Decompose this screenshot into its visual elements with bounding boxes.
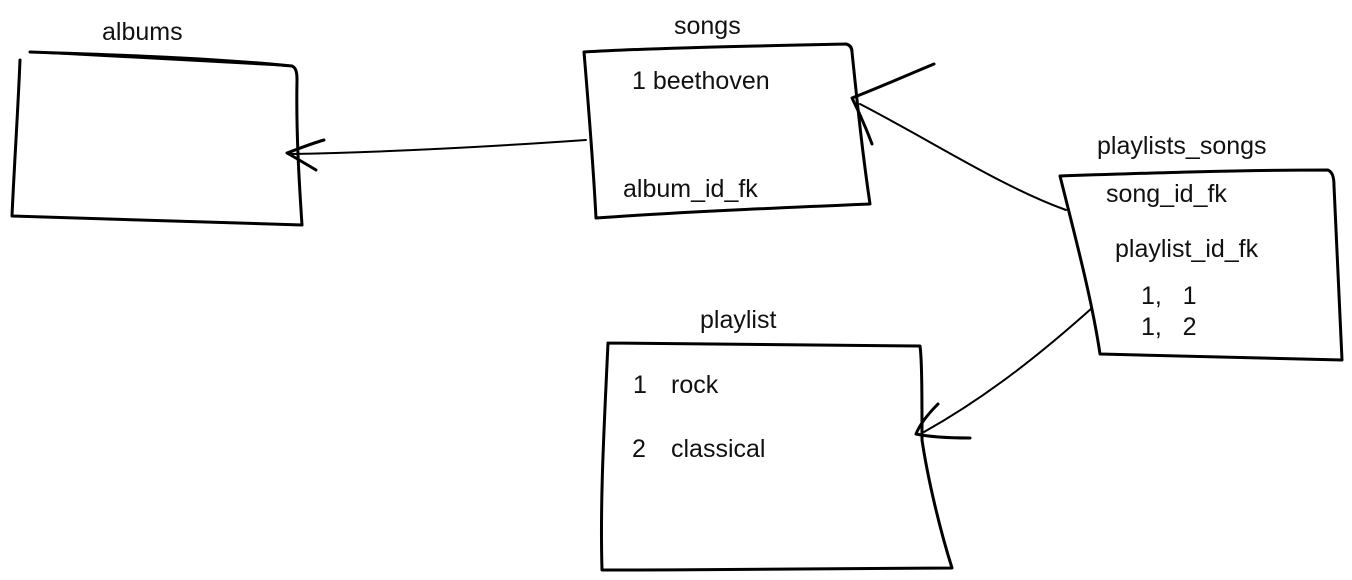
playlist-row-2-name: classical: [671, 435, 766, 463]
playlist-row-1-id: 1: [633, 371, 647, 399]
albums-table-box: [10, 50, 304, 227]
albums-table-title: albums: [102, 18, 183, 46]
songs-table-title: songs: [674, 12, 741, 40]
playlists-songs-playlist-fk-field: playlist_id_fk: [1115, 235, 1259, 263]
playlists-songs-row-2: 1, 2: [1141, 313, 1197, 341]
playlist-table-box: [599, 341, 954, 572]
playlists-songs-row-1: 1, 1: [1141, 282, 1197, 310]
playlists-songs-to-songs-connector: [850, 62, 1067, 211]
songs-table-box: [582, 42, 872, 220]
playlist-row-1-name: rock: [671, 371, 719, 399]
playlists-songs-table-title: playlists_songs: [1097, 132, 1267, 160]
playlists-songs-to-playlist-connector: [914, 307, 1093, 440]
songs-album-fk-field: album_id_fk: [623, 175, 758, 203]
playlist-row-2-id: 2: [632, 435, 646, 463]
playlists-songs-song-fk-field: song_id_fk: [1106, 180, 1227, 208]
playlist-table-title: playlist: [700, 306, 777, 334]
playlists-songs-table-box: [1058, 168, 1344, 362]
songs-to-albums-connector: [285, 138, 587, 172]
songs-row-text: 1 beethoven: [632, 67, 770, 95]
